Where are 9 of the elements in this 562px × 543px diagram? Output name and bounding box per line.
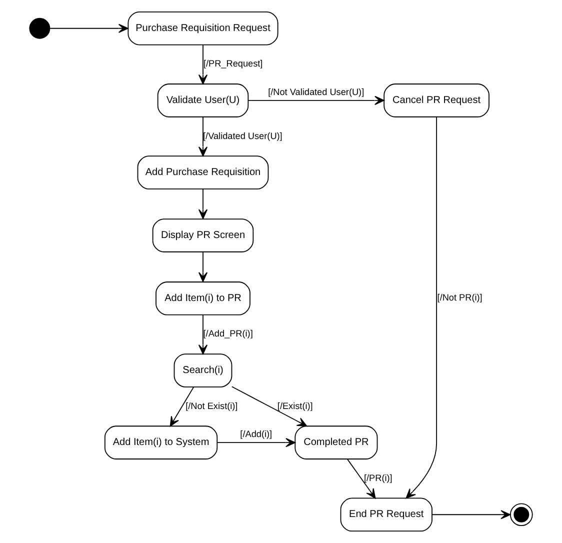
edge-label: [/PR(i)] <box>364 472 392 483</box>
edge-label: [/Not Validated User(U)] <box>268 86 364 97</box>
edge-label: [/Validated User(U)] <box>203 130 282 141</box>
edge-label: [/Not Exist(i)] <box>186 400 238 411</box>
edge-label: [/Not PR(i)] <box>437 292 482 303</box>
edge-label: [/Add(i)] <box>240 429 272 440</box>
edge-label: [/Exist(i)] <box>277 400 313 411</box>
edge-label: [/PR_Request] <box>203 58 263 69</box>
edge-label: [/Add_PR(i)] <box>203 328 253 339</box>
